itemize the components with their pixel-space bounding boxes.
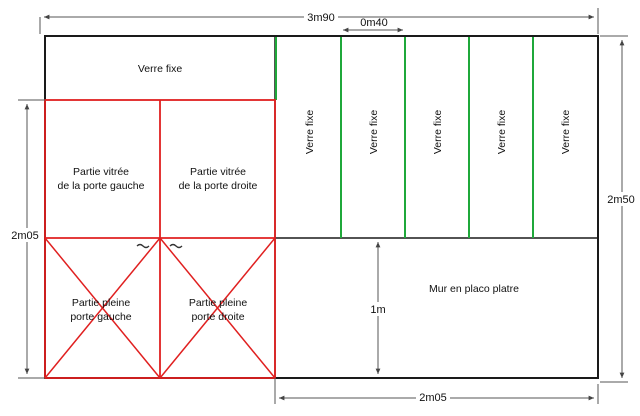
outer-frame bbox=[44, 35, 599, 379]
dim-label-bg bbox=[304, 10, 338, 24]
dim-label-bg bbox=[416, 390, 450, 404]
left-glass-label-1: Partie vitrée bbox=[73, 166, 129, 178]
vertical-glass-label: Verre fixe bbox=[560, 110, 572, 155]
glass-dividers bbox=[275, 37, 534, 238]
dim-panel-width: 0m40 bbox=[360, 17, 388, 29]
wall-label: Mur en placo platre bbox=[429, 283, 519, 295]
top-glass-label: Verre fixe bbox=[138, 63, 183, 75]
left-glass-label-2: de la porte gauche bbox=[58, 180, 145, 192]
right-door-handle-icon bbox=[169, 243, 183, 249]
vertical-glass-label: Verre fixe bbox=[496, 110, 508, 155]
dim-label-bg bbox=[8, 228, 42, 242]
dim-wall-height: 1m bbox=[370, 304, 385, 316]
dim-label-bg bbox=[366, 302, 390, 316]
vertical-glass-label: Verre fixe bbox=[368, 110, 380, 155]
vertical-glass-label: Verre fixe bbox=[432, 110, 444, 155]
right-solid-label-2: porte droite bbox=[191, 311, 244, 323]
right-solid-cross-b bbox=[159, 237, 276, 379]
dim-total-width: 3m90 bbox=[307, 12, 335, 24]
vertical-glass-label: Verre fixe bbox=[304, 110, 316, 155]
left-door-handle-icon bbox=[136, 243, 150, 249]
right-solid-label-1: Partie pleine bbox=[189, 297, 248, 309]
left-solid-cross-b bbox=[44, 237, 161, 379]
dimensions bbox=[18, 8, 628, 404]
left-solid-label-1: Partie pleine bbox=[72, 297, 131, 309]
dim-bottom-width: 2m05 bbox=[419, 392, 447, 404]
dim-door-height: 2m05 bbox=[11, 230, 39, 242]
right-glass-label-2: de la porte droite bbox=[179, 180, 258, 192]
dim-label-bg bbox=[604, 192, 638, 206]
doors bbox=[44, 99, 276, 379]
dim-total-height: 2m50 bbox=[607, 194, 635, 206]
left-solid-label-2: porte gauche bbox=[70, 311, 131, 323]
right-glass-label-1: Partie vitrée bbox=[190, 166, 246, 178]
